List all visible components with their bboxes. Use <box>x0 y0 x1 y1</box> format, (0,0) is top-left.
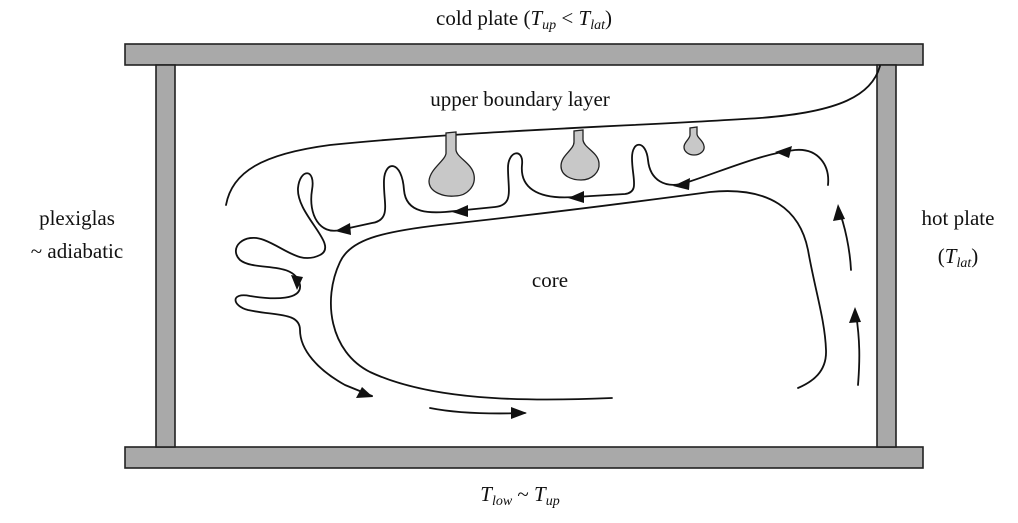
arrowhead-bottom-mid <box>511 407 527 419</box>
upper-boundary-layer-curve <box>225 65 881 206</box>
circulation-upper-spiral <box>234 143 829 397</box>
arrowhead-top-right <box>775 146 792 158</box>
less-than-sign: < <box>556 6 579 30</box>
hot-plate-temperature-label: (Tlat) <box>898 244 1018 271</box>
left-plexiglas-wall <box>155 64 176 448</box>
t-low-subscript: low <box>491 494 513 509</box>
cold-plate-text: cold plate ( <box>436 6 531 30</box>
plexiglas-label: plexiglas <box>39 206 115 230</box>
t-up-symbol: T <box>530 6 543 30</box>
tilde-sign: ~ <box>512 482 535 506</box>
bottom-plate-label: Tlow ~ Tup <box>400 482 640 509</box>
arrowhead-left-down <box>291 275 303 290</box>
hot-open-paren: ( <box>937 244 945 268</box>
t-low-symbol: T <box>480 482 492 506</box>
cold-plate-close-paren: ) <box>604 6 612 30</box>
arrowhead-spiral-1 <box>673 178 690 190</box>
hot-close-paren: ) <box>971 244 979 268</box>
arrowhead-bottom-left <box>356 387 373 398</box>
hot-t-subscript: lat <box>956 256 972 271</box>
upper-boundary-layer-label: upper boundary layer <box>430 87 610 111</box>
t-up-subscript: up <box>542 18 557 33</box>
plume-1 <box>428 131 475 197</box>
arrowhead-rising-2 <box>849 307 861 323</box>
arrowhead-rising-1 <box>833 204 845 221</box>
upper-cold-plate <box>124 43 924 66</box>
bottom-t-up-symbol: T <box>534 482 546 506</box>
adiabatic-label: ~ adiabatic <box>30 239 124 263</box>
bottom-t-up-subscript: up <box>545 494 560 509</box>
hot-plate-label: hot plate <box>921 206 995 230</box>
rising-flow-right-2 <box>855 313 861 386</box>
arrowhead-spiral-2 <box>568 191 584 203</box>
cold-plate-label: cold plate (Tup < Tlat) <box>334 6 714 33</box>
arrowhead-spiral-4 <box>335 223 351 235</box>
core-label: core <box>531 268 569 292</box>
circulation-bottom-return <box>429 407 526 415</box>
plume-2 <box>560 129 600 181</box>
lower-plate <box>124 446 924 469</box>
arrowhead-spiral-3 <box>452 205 468 217</box>
t-lat-subscript: lat <box>590 18 605 33</box>
right-hot-plate <box>876 64 897 448</box>
plume-3 <box>683 126 705 156</box>
core-loop-curve <box>329 190 827 401</box>
t-lat-symbol: T <box>578 6 591 30</box>
hot-t-symbol: T <box>944 244 957 268</box>
